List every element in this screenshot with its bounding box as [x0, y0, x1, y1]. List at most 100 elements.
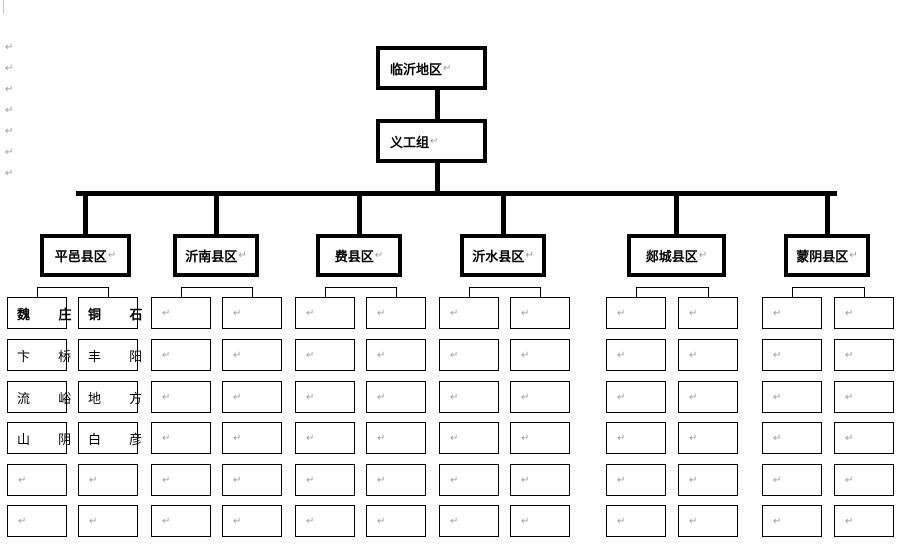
paragraph-mark: ↵: [18, 474, 27, 486]
subdistrict-cell[interactable]: ↵: [606, 422, 666, 454]
subdistrict-cell[interactable]: 流 峪: [7, 381, 71, 413]
subdistrict-cell[interactable]: ↵: [222, 339, 282, 371]
subdistrict-cell[interactable]: ↵: [762, 464, 822, 496]
subdistrict-cell[interactable]: ↵: [222, 505, 282, 537]
subdistrict-cell[interactable]: 白 彦: [78, 422, 142, 454]
subdistrict-cell[interactable]: ↵: [439, 464, 499, 496]
subdistrict-cell[interactable]: ↵: [295, 422, 355, 454]
paragraph-mark: ↵: [306, 474, 315, 486]
subdistrict-cell[interactable]: ↵: [366, 422, 426, 454]
paragraph-mark: ↵: [773, 391, 782, 403]
subdistrict-cell[interactable]: ↵: [222, 297, 282, 329]
subdistrict-cell[interactable]: ↵: [222, 422, 282, 454]
subdistrict-cell[interactable]: ↵: [439, 297, 499, 329]
district-node[interactable]: 费县区↵: [316, 234, 402, 277]
subdistrict-cell[interactable]: ↵: [678, 297, 738, 329]
subdistrict-cell[interactable]: ↵: [78, 505, 138, 537]
subdistrict-label: 卞 桥: [17, 349, 84, 365]
subdistrict-cell[interactable]: ↵: [366, 297, 426, 329]
subdistrict-cell[interactable]: ↵: [678, 339, 738, 371]
subdistrict-cell[interactable]: ↵: [295, 381, 355, 413]
subdistrict-cell[interactable]: ↵: [678, 422, 738, 454]
subdistrict-cell[interactable]: ↵: [606, 381, 666, 413]
group-node[interactable]: 义工组↵: [376, 119, 487, 163]
subdistrict-cell[interactable]: ↵: [678, 464, 738, 496]
subdistrict-cell[interactable]: ↵: [606, 505, 666, 537]
subdistrict-cell[interactable]: ↵: [510, 505, 570, 537]
subdistrict-cell[interactable]: ↵: [606, 339, 666, 371]
subdistrict-cell[interactable]: 铜 石: [78, 297, 143, 329]
district-node-label: 蒙阴县区: [796, 250, 849, 265]
subdistrict-cell[interactable]: ↵: [510, 381, 570, 413]
subdistrict-cell[interactable]: ↵: [295, 297, 355, 329]
subdistrict-cell[interactable]: ↵: [366, 339, 426, 371]
paragraph-mark: ↵: [689, 307, 698, 319]
paragraph-mark: ↵: [374, 250, 384, 261]
subdistrict-cell[interactable]: ↵: [606, 464, 666, 496]
paragraph-mark: ↵: [233, 307, 242, 319]
subdistrict-cell[interactable]: ↵: [762, 381, 822, 413]
paragraph-mark: ↵: [617, 432, 626, 444]
subdistrict-cell[interactable]: 魏 庄: [7, 297, 72, 329]
paragraph-mark: ↵: [377, 474, 386, 486]
subdistrict-cell[interactable]: ↵: [151, 297, 211, 329]
subdistrict-cell[interactable]: ↵: [439, 505, 499, 537]
group-node-label: 义工组: [390, 135, 430, 151]
district-node[interactable]: 平邑县区↵: [40, 234, 131, 277]
paragraph-mark: ↵: [5, 168, 14, 179]
subdistrict-cell[interactable]: ↵: [151, 505, 211, 537]
subdistrict-cell[interactable]: ↵: [510, 339, 570, 371]
subdistrict-cell[interactable]: ↵: [366, 505, 426, 537]
district-node[interactable]: 郯城县区↵: [627, 234, 726, 277]
paragraph-mark: ↵: [617, 515, 626, 527]
subdistrict-cell[interactable]: 卞 桥: [7, 339, 71, 371]
subdistrict-cell[interactable]: ↵: [834, 297, 894, 329]
subdistrict-cell[interactable]: 地 方: [78, 381, 142, 413]
subdistrict-cell[interactable]: 山 阴: [7, 422, 71, 454]
subdistrict-cell[interactable]: ↵: [439, 422, 499, 454]
subdistrict-cell[interactable]: ↵: [510, 464, 570, 496]
paragraph-mark: ↵: [617, 307, 626, 319]
subdistrict-cell[interactable]: ↵: [606, 297, 666, 329]
subdistrict-cell[interactable]: ↵: [222, 381, 282, 413]
subdistrict-cell[interactable]: ↵: [834, 339, 894, 371]
subdistrict-cell[interactable]: ↵: [678, 505, 738, 537]
subdistrict-cell[interactable]: ↵: [366, 464, 426, 496]
subdistrict-cell[interactable]: 丰 阳: [78, 339, 142, 371]
connector-cell-right: [396, 287, 397, 297]
subdistrict-cell[interactable]: ↵: [510, 297, 570, 329]
subdistrict-cell[interactable]: ↵: [295, 464, 355, 496]
subdistrict-cell[interactable]: ↵: [7, 505, 67, 537]
subdistrict-cell[interactable]: ↵: [439, 339, 499, 371]
paragraph-mark: ↵: [306, 391, 315, 403]
subdistrict-cell[interactable]: ↵: [834, 505, 894, 537]
district-node[interactable]: 沂水县区↵: [460, 234, 546, 277]
subdistrict-cell[interactable]: ↵: [295, 339, 355, 371]
subdistrict-cell[interactable]: ↵: [762, 339, 822, 371]
root-node[interactable]: 临沂地区↵: [376, 46, 487, 90]
subdistrict-cell[interactable]: ↵: [834, 422, 894, 454]
subdistrict-cell[interactable]: ↵: [151, 339, 211, 371]
subdistrict-cell[interactable]: ↵: [762, 505, 822, 537]
subdistrict-cell[interactable]: ↵: [439, 381, 499, 413]
subdistrict-cell[interactable]: ↵: [78, 464, 138, 496]
district-node-label: 沂水县区: [472, 250, 525, 265]
paragraph-mark: ↵: [845, 349, 854, 361]
subdistrict-cell[interactable]: ↵: [366, 381, 426, 413]
district-node[interactable]: 蒙阴县区↵: [784, 234, 870, 277]
subdistrict-cell[interactable]: ↵: [834, 381, 894, 413]
paragraph-mark: ↵: [377, 432, 386, 444]
paragraph-mark: ↵: [162, 391, 171, 403]
subdistrict-cell[interactable]: ↵: [678, 381, 738, 413]
subdistrict-cell[interactable]: ↵: [7, 464, 67, 496]
subdistrict-cell[interactable]: ↵: [222, 464, 282, 496]
subdistrict-cell[interactable]: ↵: [295, 505, 355, 537]
subdistrict-cell[interactable]: ↵: [762, 422, 822, 454]
subdistrict-cell[interactable]: ↵: [510, 422, 570, 454]
subdistrict-cell[interactable]: ↵: [151, 381, 211, 413]
subdistrict-cell[interactable]: ↵: [151, 422, 211, 454]
subdistrict-cell[interactable]: ↵: [762, 297, 822, 329]
subdistrict-cell[interactable]: ↵: [834, 464, 894, 496]
district-node[interactable]: 沂南县区↵: [173, 234, 259, 277]
subdistrict-cell[interactable]: ↵: [151, 464, 211, 496]
